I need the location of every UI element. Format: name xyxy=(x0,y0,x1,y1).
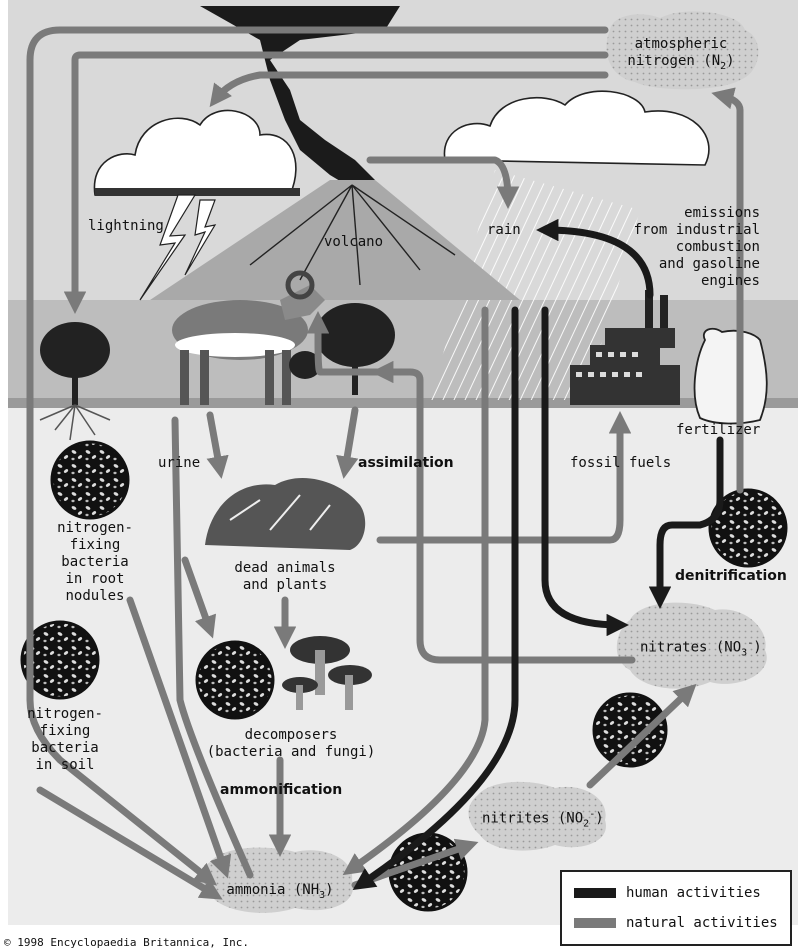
nitrates-close: ) xyxy=(753,640,761,656)
decomposer-bacteria xyxy=(197,642,273,718)
urine-label: urine xyxy=(158,455,200,472)
ammonia-close: ) xyxy=(325,882,333,898)
nitrogen-text: nitrogen (N xyxy=(627,53,720,69)
natural-swatch xyxy=(574,918,616,928)
human-swatch xyxy=(574,888,616,898)
fertilizer-sack xyxy=(695,329,767,424)
assimilation-label: assimilation xyxy=(358,455,454,472)
copyright-notice: © 1998 Encyclopaedia Britannica, Inc. xyxy=(4,934,249,951)
fertilizer-label: fertilizer xyxy=(676,422,760,439)
decomposers-label: decomposers (bacteria and fungi) xyxy=(196,727,386,761)
lightning-label: lightning xyxy=(88,218,164,235)
soil-bacteria-label: nitrogen- fixing bacteria in soil xyxy=(10,706,120,774)
nitrites-text: nitrites (NO xyxy=(482,811,583,827)
dead-animals-label: dead animals and plants xyxy=(215,560,355,594)
nitrifying-bacteria-upper xyxy=(594,694,666,766)
nitrates-subscript: 3 xyxy=(741,647,747,658)
legend-human-row: human activities xyxy=(574,884,761,902)
nitrites-label: nitrites (NO2-) xyxy=(482,806,602,832)
nitrates-text: nitrates (NO xyxy=(640,640,741,656)
nitrites-close: ) xyxy=(595,811,603,827)
legend-human-label: human activities xyxy=(626,885,761,901)
fossil-fuels-label: fossil fuels xyxy=(570,455,671,472)
ammonia-text: ammonia (NH xyxy=(226,882,319,898)
root-nodules-label: nitrogen- fixing bacteria in root nodule… xyxy=(40,520,150,605)
legend-natural-label: natural activities xyxy=(626,915,778,931)
atmospheric-line: atmospheric xyxy=(616,36,746,53)
legend-natural-row: natural activities xyxy=(574,914,778,932)
rain-label: rain xyxy=(487,222,521,239)
nitrogen-formula: nitrogen (N2) xyxy=(616,53,746,75)
volcano-label: volcano xyxy=(324,234,383,251)
emissions-label: emissions from industrial combustion and… xyxy=(600,205,760,290)
ammonia-label: ammonia (NH3) xyxy=(215,882,345,904)
nitrites-subscript: 2 xyxy=(583,818,589,829)
root-nodule-bacteria xyxy=(52,442,128,518)
legend: human activities natural activities xyxy=(560,870,792,946)
nitrates-label: nitrates (NO3-) xyxy=(640,635,760,661)
ammonification-label: ammonification xyxy=(220,782,342,799)
atmospheric-nitrogen-label: atmospheric nitrogen (N2) xyxy=(616,36,746,75)
nitrogen-close-paren: ) xyxy=(726,53,734,69)
denitrification-label: denitrification xyxy=(675,568,787,585)
